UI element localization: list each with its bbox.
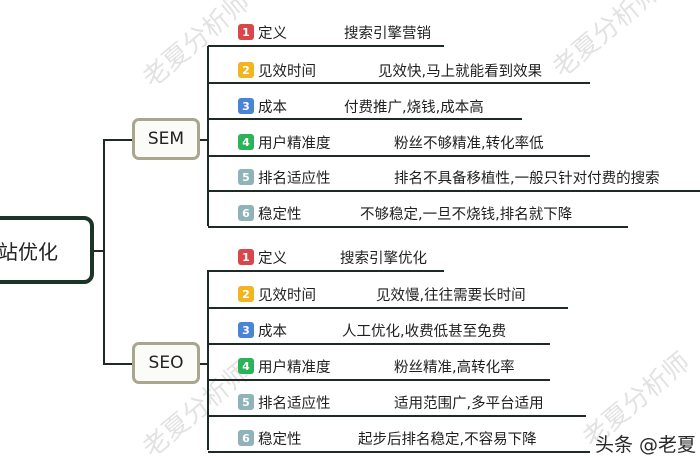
item-label: 用户精准度: [258, 135, 331, 152]
item-label: 成本: [258, 99, 287, 116]
item-value: 人工优化,收费低甚至免费: [342, 323, 507, 340]
item-label: 定义: [258, 25, 287, 42]
item-value: 粉丝不够精准,转化率低: [394, 135, 544, 152]
list-item[interactable]: 3 成本 付费推广,烧钱,成本高: [238, 92, 484, 120]
branch-sem[interactable]: SEM: [132, 118, 200, 160]
row-underline: [208, 190, 700, 192]
badge-number-5: 5: [238, 169, 254, 185]
connector: [200, 139, 208, 141]
watermark: 老夏分析师: [547, 0, 667, 84]
connector: [207, 270, 209, 450]
badge-number-1: 1: [238, 249, 254, 265]
list-item[interactable]: 2 见效时间 见效快,马上就能看到效果: [238, 56, 542, 84]
branch-label: SEM: [147, 129, 185, 149]
item-label: 定义: [258, 250, 287, 267]
row-underline: [208, 118, 522, 120]
source-credit: 头条 @老夏: [594, 434, 696, 456]
row-underline: [208, 155, 590, 157]
connector: [103, 139, 133, 141]
item-value: 适用范围广,多平台适用: [394, 395, 544, 412]
item-value: 不够稳定,一旦不烧钱,排名就下降: [360, 206, 573, 223]
root-label: 站优化: [0, 239, 58, 264]
row-underline: [208, 451, 590, 453]
connector: [94, 250, 104, 252]
badge-number-2: 2: [238, 286, 254, 302]
badge-number-1: 1: [238, 24, 254, 40]
badge-number-6: 6: [238, 430, 254, 446]
item-value: 见效慢,往往需要长时间: [376, 287, 526, 304]
item-value: 粉丝精准,高转化率: [394, 359, 515, 376]
row-underline: [208, 45, 444, 47]
item-label: 排名适应性: [258, 395, 331, 412]
item-value: 起步后排名稳定,不容易下降: [358, 431, 537, 448]
list-item[interactable]: 2 见效时间 见效慢,往往需要长时间: [238, 280, 526, 308]
item-value: 见效快,马上就能看到效果: [378, 63, 543, 80]
item-label: 用户精准度: [258, 359, 331, 376]
branch-seo[interactable]: SEO: [132, 342, 200, 384]
badge-number-4: 4: [238, 134, 254, 150]
list-item[interactable]: 3 成本 人工优化,收费低甚至免费: [238, 316, 506, 344]
list-item[interactable]: 6 稳定性 不够稳定,一旦不烧钱,排名就下降: [238, 199, 572, 227]
item-label: 排名适应性: [258, 170, 331, 187]
row-underline: [208, 226, 628, 228]
item-value: 搜索引擎优化: [340, 250, 427, 267]
branch-label: SEO: [148, 353, 184, 373]
connector: [200, 363, 208, 365]
row-underline: [208, 379, 550, 381]
badge-number-4: 4: [238, 358, 254, 374]
list-item[interactable]: 4 用户精准度 粉丝精准,高转化率: [238, 352, 515, 380]
badge-number-2: 2: [238, 62, 254, 78]
list-item[interactable]: 5 排名适应性 适用范围广,多平台适用: [238, 388, 544, 416]
list-item[interactable]: 6 稳定性 起步后排名稳定,不容易下降: [238, 424, 537, 452]
row-underline: [208, 82, 590, 84]
badge-number-3: 3: [238, 98, 254, 114]
item-value: 排名不具备移植性,一般只针对付费的搜索: [394, 170, 660, 187]
connector: [103, 140, 105, 365]
connector: [103, 363, 133, 365]
badge-number-5: 5: [238, 394, 254, 410]
item-value: 付费推广,烧钱,成本高: [344, 99, 484, 116]
root-node[interactable]: 站优化: [0, 216, 94, 284]
item-value: 搜索引擎营销: [344, 25, 431, 42]
list-item[interactable]: 1 定义 搜索引擎营销: [238, 18, 431, 46]
item-label: 稳定性: [258, 206, 302, 223]
list-item[interactable]: 1 定义 搜索引擎优化: [238, 243, 427, 271]
item-label: 成本: [258, 323, 287, 340]
connector: [207, 46, 209, 48]
row-underline: [208, 307, 568, 309]
item-label: 见效时间: [258, 63, 316, 80]
item-label: 见效时间: [258, 287, 316, 304]
list-item[interactable]: 4 用户精准度 粉丝不够精准,转化率低: [238, 128, 544, 156]
badge-number-6: 6: [238, 205, 254, 221]
list-item[interactable]: 5 排名适应性 排名不具备移植性,一般只针对付费的搜索: [238, 163, 660, 191]
item-label: 稳定性: [258, 431, 302, 448]
row-underline: [208, 343, 550, 345]
connector: [207, 46, 209, 226]
row-underline: [208, 270, 444, 272]
badge-number-3: 3: [238, 322, 254, 338]
row-underline: [208, 415, 586, 417]
